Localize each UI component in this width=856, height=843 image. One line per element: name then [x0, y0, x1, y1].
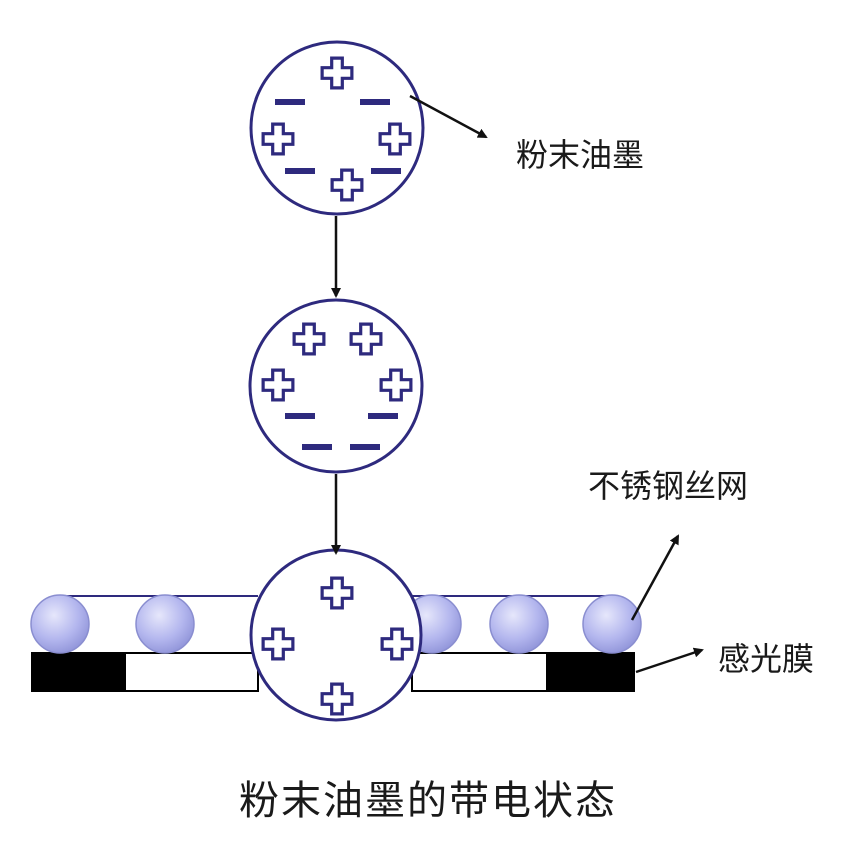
film-black-right: [546, 653, 634, 691]
negative-charge: [302, 444, 332, 450]
arrow-film-label: [635, 647, 704, 674]
mesh-balls: [30, 594, 642, 654]
photosensitive-film-label: 感光膜: [718, 640, 815, 678]
mesh-ball: [135, 594, 195, 654]
negative-charge: [368, 413, 398, 419]
mesh-ball: [489, 594, 549, 654]
film-black-left: [32, 653, 126, 691]
negative-charge: [285, 168, 315, 174]
negative-charge: [275, 99, 305, 105]
photosensitive-film: [31, 652, 635, 692]
negative-charge: [350, 444, 380, 450]
particle-middle: [248, 298, 424, 474]
diagram-caption: 粉末油墨的带电状态: [239, 778, 617, 824]
stainless-mesh-label: 不锈钢丝网: [588, 467, 749, 505]
arrows: [331, 94, 704, 674]
arrow-mesh-label: [630, 534, 680, 621]
negative-charge: [371, 168, 401, 174]
powder-ink-label: 粉末油墨: [516, 136, 645, 174]
particle-bottom: [249, 548, 423, 722]
mesh-ball: [582, 594, 642, 654]
mesh-ball: [30, 594, 90, 654]
arrow-powder-label: [409, 94, 488, 139]
negative-charge: [285, 413, 315, 419]
particle-top: [249, 40, 425, 216]
negative-charge: [360, 99, 390, 105]
